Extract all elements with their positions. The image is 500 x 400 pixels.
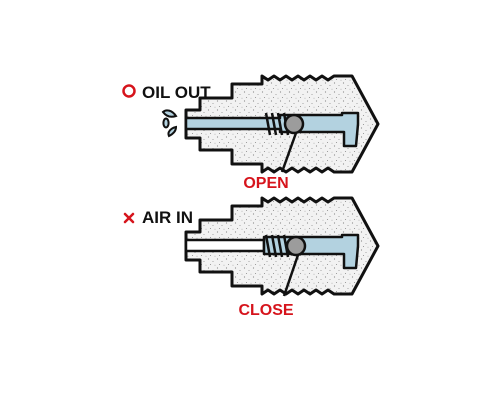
valve-label-open: OPEN bbox=[243, 175, 288, 192]
valve-leader-line bbox=[280, 132, 298, 173]
state-label-air-in: AIR IN bbox=[142, 208, 193, 227]
air-passage bbox=[184, 238, 266, 253]
valve-label-close: CLOSE bbox=[238, 302, 293, 319]
state-label-oil-out: OIL OUT bbox=[142, 83, 211, 102]
valve-closed: AIR IN CLOSE bbox=[123, 196, 380, 319]
cross-icon bbox=[123, 212, 135, 224]
valve-leader-line bbox=[282, 254, 300, 297]
circle-icon bbox=[122, 84, 136, 98]
spring bbox=[264, 112, 290, 136]
spring bbox=[264, 234, 290, 258]
check-ball bbox=[283, 113, 305, 135]
oil-droplets bbox=[161, 109, 178, 138]
valve-open: OIL OUT OPEN bbox=[122, 74, 380, 192]
check-ball bbox=[285, 235, 307, 257]
